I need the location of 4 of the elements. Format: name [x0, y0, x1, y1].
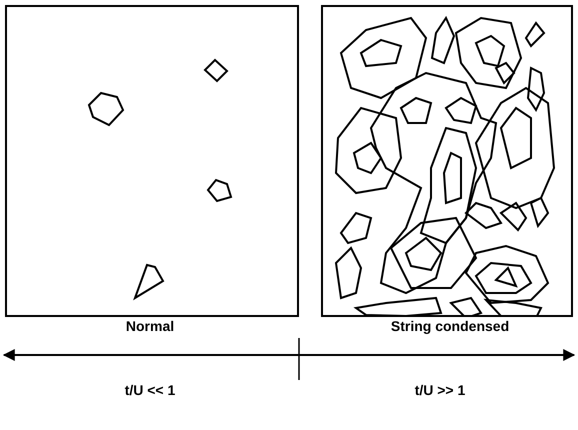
axis-label: t/U << 1	[124, 382, 176, 398]
axis-label: Normal	[126, 318, 174, 334]
axis-label: String condensed	[390, 318, 510, 334]
axis-label: t/U >> 1	[414, 382, 466, 398]
